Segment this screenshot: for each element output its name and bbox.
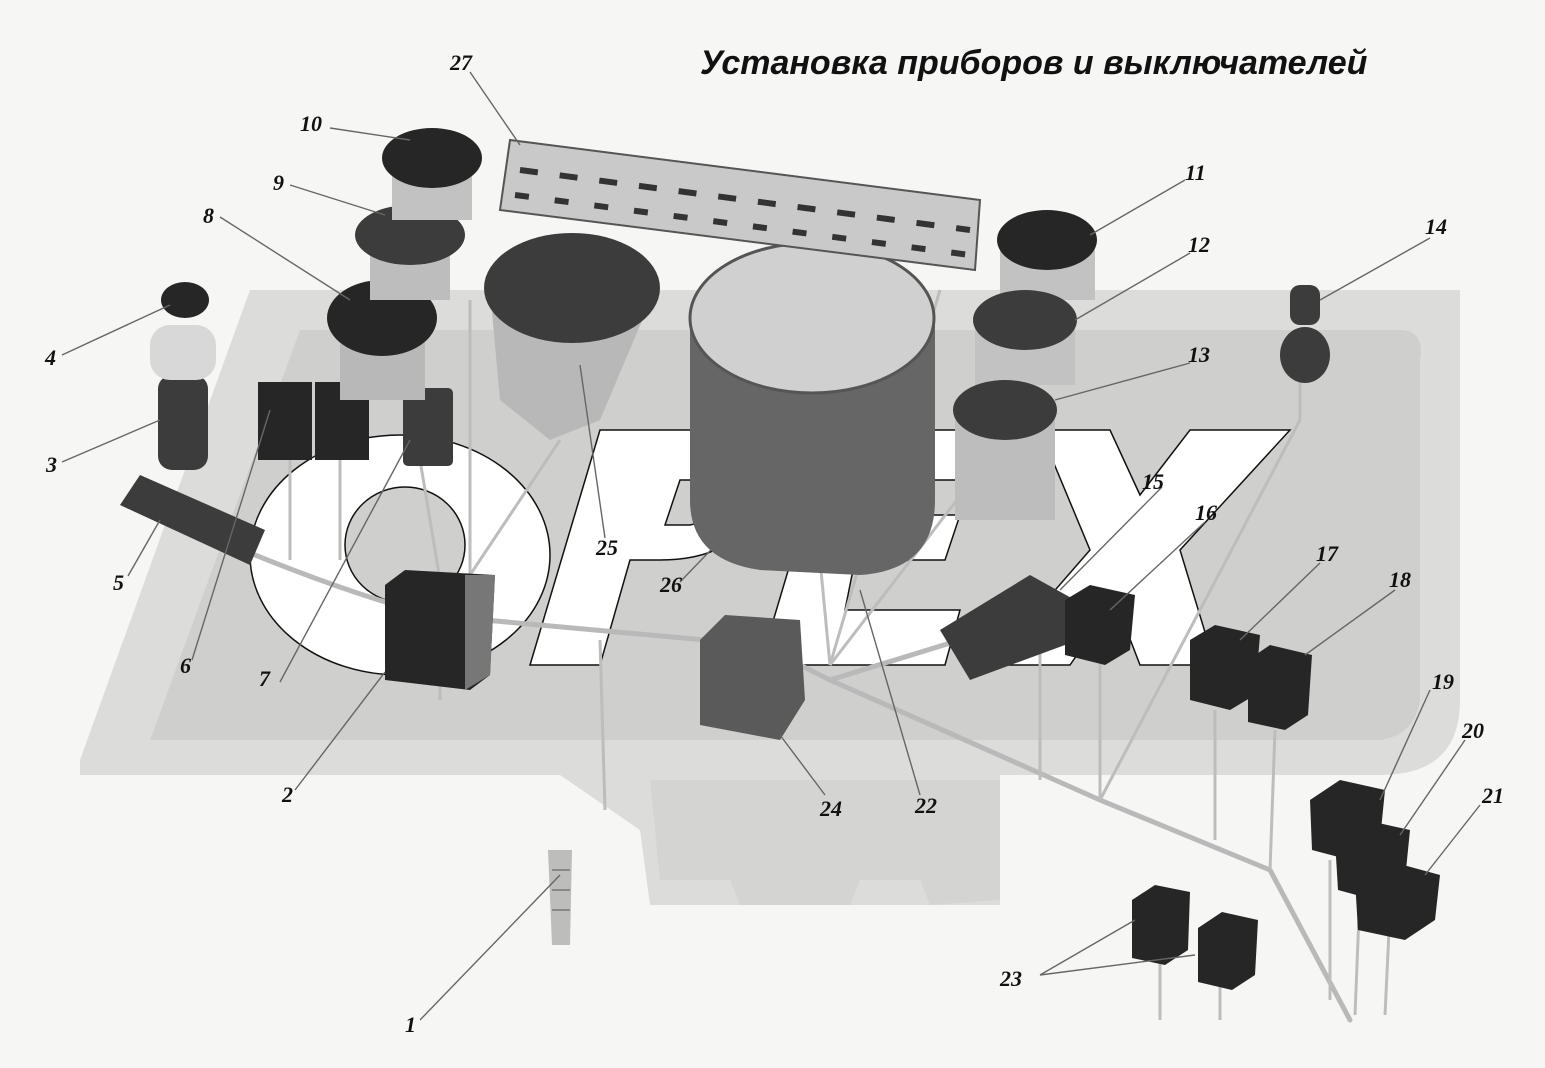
component-relay-23: [1132, 885, 1258, 990]
callout-1: 1: [405, 1012, 416, 1037]
callout-25: 25: [595, 535, 618, 560]
component-lamp-4: [161, 282, 209, 318]
component-gauge-12: [973, 290, 1077, 385]
callout-19: 19: [1432, 669, 1454, 694]
component-relay-21: [1355, 860, 1440, 940]
callout-11: 11: [1185, 160, 1206, 185]
callout-16: 16: [1195, 500, 1217, 525]
component-gauge-25: [484, 233, 660, 440]
callout-labels: 1 2 3 4 5 6 7 8 9 10 11 12 13 14 15 16 1…: [44, 50, 1504, 1037]
callout-13: 13: [1188, 342, 1210, 367]
component-block-24: [700, 615, 805, 740]
callout-10: 10: [300, 111, 322, 136]
component-central-block-2: [385, 570, 495, 690]
diagram-title: Установка приборов и выключателей: [700, 44, 1368, 82]
callout-21: 21: [1481, 783, 1504, 808]
callout-14: 14: [1425, 214, 1447, 239]
component-warning-panel-27: [498, 138, 982, 272]
callout-12: 12: [1188, 232, 1210, 257]
component-relay-17: [1190, 625, 1260, 710]
component-gauge-13: [953, 380, 1057, 520]
callout-22: 22: [914, 793, 937, 818]
callout-9: 9: [273, 170, 284, 195]
component-relay-16: [1065, 585, 1135, 665]
component-switch-7: [403, 388, 453, 466]
callout-4: 4: [44, 345, 56, 370]
component-gauge-11: [997, 210, 1097, 300]
callout-20: 20: [1461, 718, 1484, 743]
leader-lines: [61, 71, 1481, 1021]
component-gauge-3: [150, 325, 216, 470]
callout-6: 6: [180, 653, 191, 678]
component-relay-18: [1248, 645, 1312, 730]
component-connector-15: [940, 575, 1075, 680]
callout-3: 3: [45, 452, 57, 477]
callout-23: 23: [999, 966, 1022, 991]
component-gauge-8: [327, 280, 437, 400]
callout-8: 8: [203, 203, 214, 228]
callout-24: 24: [819, 796, 842, 821]
callout-18: 18: [1389, 567, 1411, 592]
callout-17: 17: [1316, 541, 1339, 566]
component-sensor-1: [548, 850, 572, 945]
callout-26: 26: [659, 572, 682, 597]
callout-27: 27: [449, 50, 473, 75]
callout-15: 15: [1142, 469, 1164, 494]
component-sensor-14: [1280, 285, 1330, 383]
callout-5: 5: [113, 570, 124, 595]
callout-7: 7: [259, 666, 271, 691]
component-speedometer-26: [688, 241, 936, 575]
watermark-gear: [650, 780, 1000, 905]
callout-2: 2: [281, 782, 293, 807]
component-gauge-10: [382, 128, 482, 220]
